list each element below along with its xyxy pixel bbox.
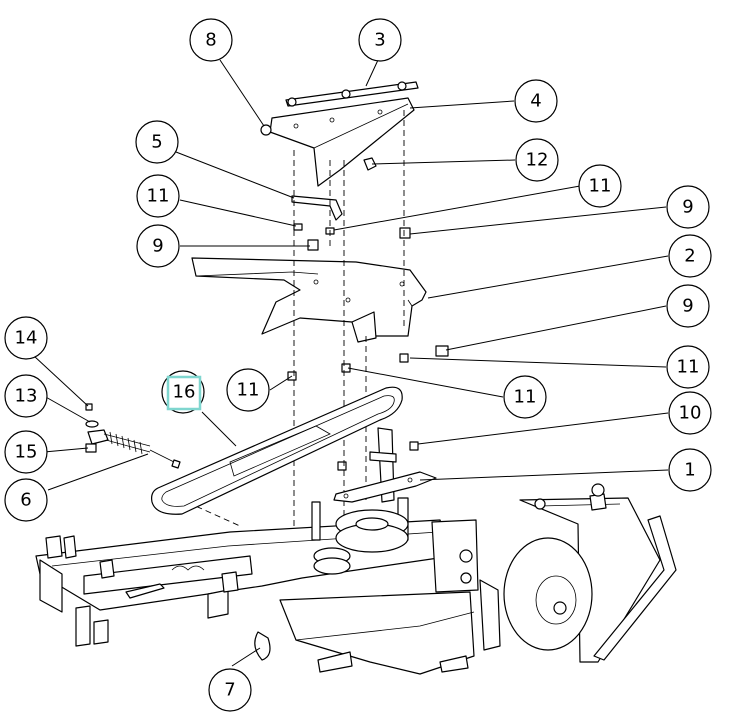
- wheel-housing: [503, 483, 677, 663]
- part-6-cable: [87, 429, 181, 469]
- callout-5-label: 5: [151, 132, 162, 153]
- callout-16-highlight: [166, 375, 202, 411]
- callout-10-label: 10: [679, 403, 702, 424]
- callout-9-c[interactable]: 9: [666, 284, 710, 328]
- callout-11-c-label: 11: [677, 357, 700, 378]
- callout-5[interactable]: 5: [135, 120, 179, 164]
- callout-9-a[interactable]: 9: [666, 185, 710, 229]
- callout-6-label: 6: [20, 490, 31, 511]
- callout-16-label: 16: [173, 382, 196, 403]
- part-12-nut: [363, 157, 377, 171]
- leader-lines: [33, 59, 669, 667]
- callout-11-d[interactable]: 11: [226, 368, 270, 412]
- callout-4[interactable]: 4: [514, 79, 558, 123]
- callout-14[interactable]: 14: [4, 316, 48, 360]
- callout-11-d-label: 11: [237, 380, 260, 401]
- part-15-bolt: [85, 443, 97, 453]
- callout-9-a-label: 9: [682, 197, 693, 218]
- part-16-belt: [151, 386, 403, 515]
- callout-11-b[interactable]: 11: [578, 164, 622, 208]
- callout-9-b-label: 9: [152, 236, 163, 257]
- callout-11-e-label: 11: [514, 387, 537, 408]
- callout-14-label: 14: [15, 328, 38, 349]
- callout-9-c-label: 9: [682, 296, 693, 317]
- callout-15[interactable]: 15: [4, 430, 48, 474]
- callout-16[interactable]: 16: [161, 370, 205, 414]
- callout-3[interactable]: 3: [358, 18, 402, 62]
- callout-2-label: 2: [684, 246, 695, 267]
- part-2-main-plate: [191, 257, 427, 343]
- part-8-bolt: [260, 124, 272, 136]
- callout-1[interactable]: 1: [668, 448, 712, 492]
- callout-4-label: 4: [530, 91, 541, 112]
- part-7-clip: [254, 631, 271, 661]
- callout-6[interactable]: 6: [4, 478, 48, 522]
- callout-11-a[interactable]: 11: [136, 174, 180, 218]
- callout-13[interactable]: 13: [4, 374, 48, 418]
- callout-12[interactable]: 12: [515, 138, 559, 182]
- callout-8-label: 8: [205, 30, 216, 51]
- callout-15-label: 15: [15, 442, 38, 463]
- callout-11-c[interactable]: 11: [666, 345, 710, 389]
- callout-9-b[interactable]: 9: [136, 224, 180, 268]
- callout-3-label: 3: [374, 30, 385, 51]
- part-4-upper-bracket: [269, 97, 415, 187]
- callout-8[interactable]: 8: [189, 18, 233, 62]
- callout-11-b-label: 11: [589, 176, 612, 197]
- nuts-row-1: [293, 223, 411, 251]
- spindle-pulleys: [311, 497, 409, 575]
- gearbox: [431, 519, 501, 651]
- part-13-washer: [85, 420, 99, 428]
- callout-11-e[interactable]: 11: [503, 375, 547, 419]
- callout-13-label: 13: [15, 386, 38, 407]
- callout-7-label: 7: [224, 680, 235, 701]
- callout-2[interactable]: 2: [668, 234, 712, 278]
- part-3-rod: [285, 81, 419, 107]
- callout-7[interactable]: 7: [208, 668, 252, 712]
- part-1-lever: [333, 471, 437, 503]
- callout-12-label: 12: [526, 150, 549, 171]
- callout-1-label: 1: [684, 460, 695, 481]
- callout-10[interactable]: 10: [668, 391, 712, 435]
- blade-housing: [279, 591, 475, 675]
- callout-11-a-label: 11: [147, 186, 170, 207]
- part-5-small-bracket: [291, 195, 343, 221]
